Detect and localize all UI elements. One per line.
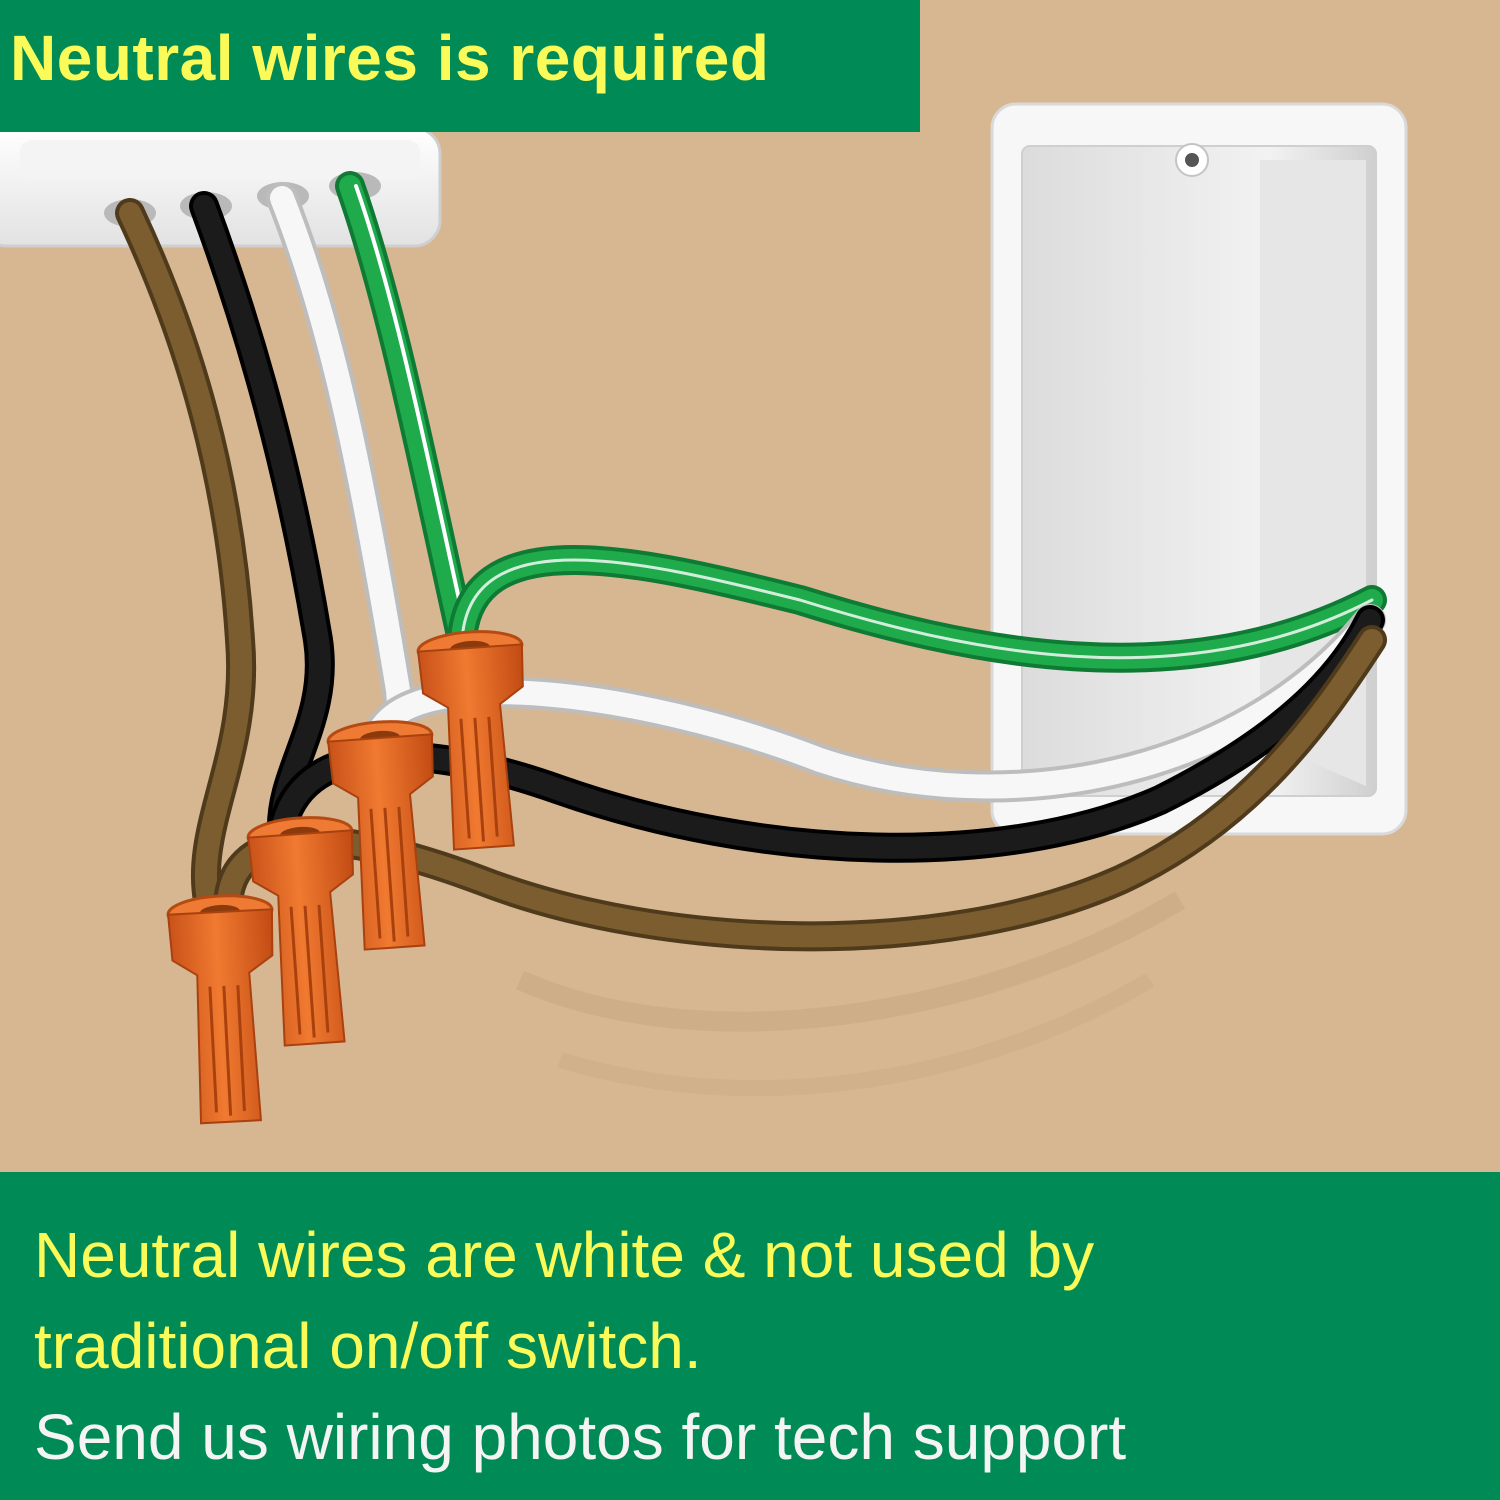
- electrical-box: [990, 102, 1408, 836]
- wire-nut: [246, 816, 354, 1047]
- wire-nut: [416, 630, 524, 851]
- black-line-wire: [189, 191, 1385, 863]
- footer-banner: Neutral wires are white & not used by tr…: [0, 1172, 1500, 1500]
- wire-shadow: [515, 891, 1186, 1032]
- title-banner: Neutral wires is required: [0, 0, 920, 132]
- wire-nut: [166, 894, 274, 1125]
- wire-nut: [326, 720, 434, 951]
- tech-support-note: Send us wiring photos for tech support: [34, 1401, 1127, 1473]
- footer-note-line-1: Neutral wires are white & not used by: [34, 1219, 1095, 1291]
- page-title: Neutral wires is required: [10, 22, 770, 94]
- footer-note-line-2: traditional on/off switch.: [34, 1310, 702, 1382]
- wire-shadow: [557, 973, 1155, 1097]
- green-ground-wire: [335, 171, 1387, 673]
